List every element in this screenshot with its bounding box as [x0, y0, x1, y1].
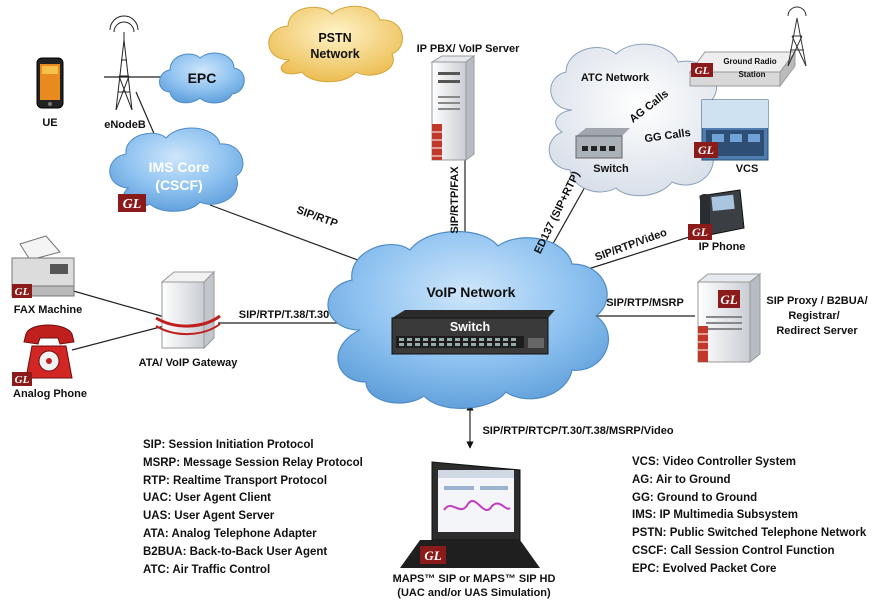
legend-item: CSCF: Call Session Control Function [632, 544, 835, 557]
legend-item: ATC: Air Traffic Control [143, 563, 271, 576]
epc-cloud: EPC [159, 52, 245, 104]
voip-network-cloud: VoIP Network Switch [327, 230, 609, 409]
fax-machine-icon: GL [11, 235, 75, 298]
firewall-icon [698, 326, 708, 362]
legend-item: SIP: Session Initiation Protocol [143, 439, 314, 451]
sip-proxy-label-3: Redirect Server [776, 325, 858, 337]
fax-ata-line [69, 289, 169, 319]
sip-proxy-server-icon: GL [696, 272, 762, 364]
svg-text:GL: GL [692, 225, 708, 239]
maps-label-2: (UAC and/or UAS Simulation) [397, 587, 551, 599]
atc-voip-link-label: ED137 (SIP+RTP) [532, 169, 582, 256]
svg-text:GL: GL [15, 286, 30, 298]
proxy-voip-link-label: SIP/RTP/MSRP [606, 297, 684, 309]
ims-voip-link-label: SIP/RTP [295, 204, 339, 230]
ipphone-voip-line [584, 231, 706, 271]
epc-label: EPC [188, 70, 217, 86]
enodeb-tower-icon [109, 15, 139, 111]
legend-item: IMS: IP Multimedia Subsystem [632, 509, 798, 522]
legend-item: B2BUA: Back-to-Back User Agent [143, 545, 328, 558]
ground-radio-label-2: Station [738, 70, 765, 79]
pbx-voip-link-label: SIP/RTP/FAX [449, 166, 461, 234]
ipphone-voip-link-label: SIP/RTP/Video [593, 227, 668, 264]
gl-logo-icon [718, 290, 740, 308]
legend-item: VCS: Video Controller System [632, 456, 797, 468]
svg-text:GL: GL [695, 65, 710, 77]
gl-logo-icon [694, 142, 718, 158]
enodeb-label: eNodeB [104, 119, 146, 131]
ata-gateway-icon [155, 270, 221, 350]
svg-text:GL: GL [15, 374, 30, 386]
legend-item: MSRP: Message Session Relay Protocol [143, 456, 363, 469]
maps-voip-link-label: SIP/RTP/RTCP/T.30/T.38/MSRP/Video [482, 425, 673, 437]
analog-phone-icon: GL [12, 324, 75, 386]
ata-voip-link-label: SIP/RTP/T.38/T.30 [239, 309, 329, 321]
gl-logo-icon [420, 546, 446, 564]
svg-text:GL: GL [720, 292, 737, 307]
atc-switch-label: Switch [593, 163, 629, 175]
sip-proxy-label-1: SIP Proxy / B2BUA/ [766, 295, 867, 307]
ata-gateway-label: ATA/ VoIP Gateway [139, 357, 239, 369]
ims-core-cloud: IMS Core (CSCF) GL [109, 127, 244, 212]
ims-core-label-2: (CSCF) [155, 177, 202, 193]
ip-phone-label: IP Phone [699, 241, 746, 253]
firewall-icon [432, 124, 442, 160]
phone-ata-line [71, 324, 169, 351]
atc-switch-icon [575, 128, 630, 159]
sip-proxy-label-2: Registrar/ [788, 310, 839, 322]
gl-logo-icon: GL [118, 194, 146, 212]
pstn-cloud: PSTN Network [268, 5, 403, 83]
gl-logo-icon [12, 284, 32, 298]
ip-pbx-label: IP PBX/ VoIP Server [417, 43, 520, 55]
ground-radio-label-1: Ground Radio [723, 57, 776, 66]
core-switch-label: Switch [450, 320, 490, 334]
ue-phone-icon [36, 57, 64, 109]
ground-radio-station: GL Ground Radio Station [689, 50, 796, 88]
legend-item: RTP: Realtime Transport Protocol [143, 474, 328, 487]
ims-core-label-1: IMS Core [149, 159, 210, 175]
legend-item: PSTN: Public Switched Telephone Network [632, 527, 867, 540]
switch-ports [399, 338, 516, 346]
legend-left: SIP: Session Initiation Protocol MSRP: M… [143, 437, 363, 579]
gl-logo-icon [12, 372, 32, 386]
analog-phone-label: Analog Phone [13, 388, 87, 400]
ue-label: UE [42, 117, 57, 129]
svg-text:GL: GL [424, 548, 441, 563]
vcs-console-image: GL [694, 99, 769, 161]
core-switch: Switch [391, 310, 555, 355]
voip-network-label: VoIP Network [427, 284, 516, 300]
legend-right: VCS: Video Controller System AG: Air to … [632, 454, 866, 579]
svg-text:GL: GL [698, 143, 714, 157]
legend-item: UAS: User Agent Server [143, 510, 275, 523]
atc-network-label: ATC Network [581, 72, 650, 84]
maps-tester-device: GL [400, 461, 540, 568]
ip-pbx-server-icon [430, 55, 476, 161]
maps-label-1: MAPS™ SIP or MAPS™ SIP HD [393, 573, 556, 585]
fax-machine-label: FAX Machine [14, 304, 82, 316]
ip-phone-icon: GL [688, 189, 745, 240]
legend-item: AG: Air to Ground [632, 473, 731, 486]
vcs-label: VCS [736, 163, 759, 175]
legend-item: GG: Ground to Ground [632, 491, 758, 504]
pstn-label-1: PSTN [318, 31, 351, 45]
gl-logo-icon [688, 224, 712, 240]
svg-text:GL: GL [123, 197, 142, 212]
pstn-label-2: Network [310, 47, 359, 61]
radio-tower-icon [787, 6, 807, 67]
legend-item: UAC: User Agent Client [143, 492, 271, 505]
legend-item: EPC: Evolved Packet Core [632, 562, 777, 575]
legend-item: ATA: Analog Telephone Adapter [143, 527, 317, 540]
gl-logo-icon [691, 63, 713, 77]
